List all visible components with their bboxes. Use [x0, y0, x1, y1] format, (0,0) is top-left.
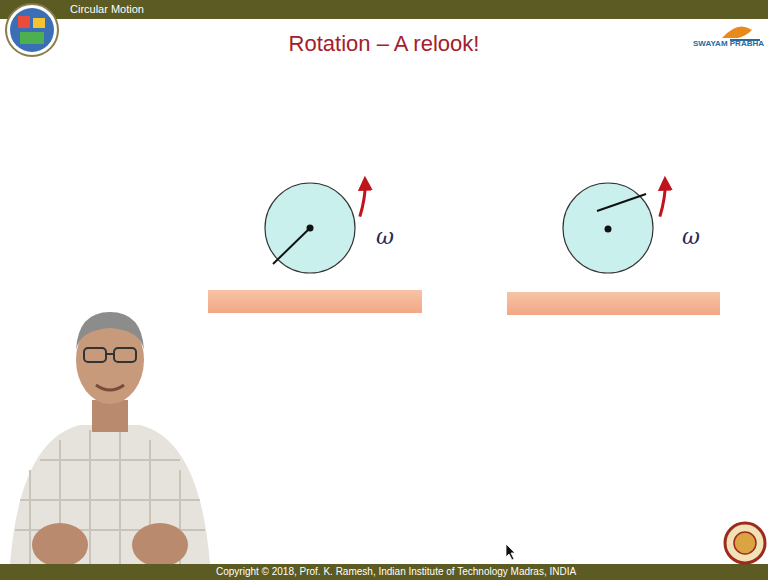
- copyright-text: Copyright © 2018, Prof. K. Ramesh, India…: [216, 566, 576, 577]
- omega-symbol: ω: [376, 225, 394, 249]
- radius-line: [597, 194, 646, 211]
- slide-title: Rotation – A relook!: [289, 32, 480, 56]
- rotation-arrow: [354, 183, 370, 216]
- footer-bar: [0, 564, 768, 580]
- centre-dot: [307, 225, 314, 232]
- wheel: [265, 183, 355, 273]
- logo-text: SWAYAM PRABHA: [693, 40, 764, 49]
- centre-dot: [605, 226, 612, 233]
- iit-logo: [725, 523, 765, 563]
- ground: [507, 292, 720, 315]
- header-bar: [0, 0, 768, 19]
- header-text: Circular Motion: [70, 3, 144, 15]
- swayam-logo: [722, 26, 760, 40]
- wheel: [563, 183, 653, 273]
- rotation-arrow: [654, 183, 670, 216]
- ground: [208, 290, 422, 313]
- left-logo: [6, 4, 58, 56]
- presenter-figure: [10, 312, 210, 567]
- radius-line: [273, 228, 310, 264]
- omega-symbol: ω: [682, 225, 700, 249]
- mouse-cursor: [506, 544, 515, 560]
